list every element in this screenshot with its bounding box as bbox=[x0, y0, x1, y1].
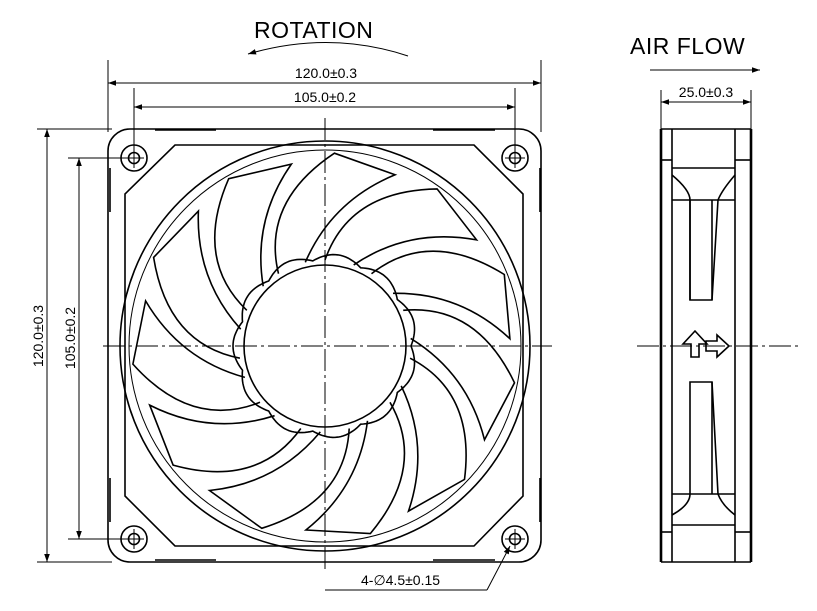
frame-inner-outline bbox=[124, 144, 524, 547]
dim-mounting-holes: 4-∅4.5±0.15 bbox=[325, 545, 511, 591]
corner-struts bbox=[109, 129, 541, 561]
dim-outer-width-text: 120.0±0.3 bbox=[295, 65, 357, 81]
dim-mounting-holes-text: 4-∅4.5±0.15 bbox=[361, 572, 440, 588]
airflow-up-arrow-icon bbox=[681, 329, 709, 358]
fan-blades bbox=[132, 152, 516, 535]
dim-depth: 25.0±0.3 bbox=[660, 84, 752, 130]
dim-outer-height: 120.0±0.3 bbox=[30, 128, 112, 563]
hub-outline bbox=[232, 253, 416, 439]
front-view bbox=[103, 118, 552, 570]
rotation-arrow-icon bbox=[247, 41, 409, 57]
dim-hole-spacing-height-text: 105.0±0.2 bbox=[62, 307, 78, 369]
airflow-label: AIR FLOW bbox=[630, 33, 745, 59]
fan-blade bbox=[400, 357, 467, 513]
dim-hole-spacing-width-text: 105.0±0.2 bbox=[294, 89, 356, 105]
dim-hole-spacing-height: 105.0±0.2 bbox=[62, 157, 128, 540]
fan-blade bbox=[148, 403, 302, 473]
fan-blade bbox=[371, 250, 511, 341]
fan-blade bbox=[403, 308, 516, 443]
dim-hole-spacing-width: 105.0±0.2 bbox=[133, 88, 516, 150]
fan-blade bbox=[274, 152, 398, 274]
dim-depth-text: 25.0±0.3 bbox=[679, 84, 734, 100]
fan-blade bbox=[132, 298, 261, 412]
dim-outer-height-text: 120.0±0.3 bbox=[30, 305, 46, 367]
fan-blade bbox=[207, 428, 350, 530]
hole-center-marks bbox=[124, 148, 525, 549]
dim-outer-width: 120.0±0.3 bbox=[107, 60, 542, 132]
fan-blade bbox=[324, 188, 479, 266]
rotation-label: ROTATION bbox=[254, 17, 373, 43]
airflow-right-arrow-icon bbox=[705, 333, 731, 359]
fan-blade bbox=[303, 401, 406, 535]
side-view bbox=[637, 128, 800, 563]
fan-blade bbox=[213, 162, 294, 311]
fan-blade bbox=[152, 209, 242, 359]
